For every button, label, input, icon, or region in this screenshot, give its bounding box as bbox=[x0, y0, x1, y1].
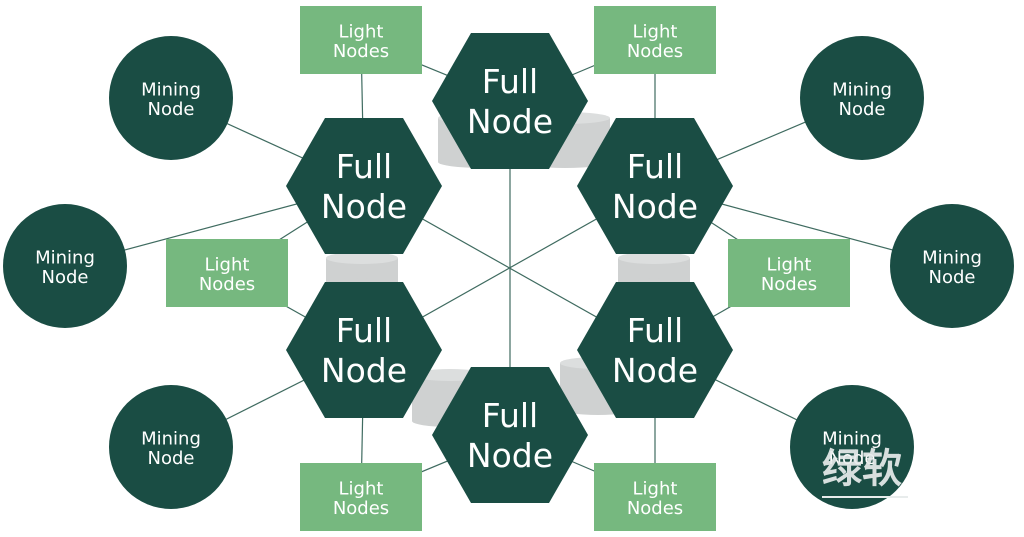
full-node-label-line1: Full bbox=[336, 147, 392, 186]
full-node-hexagon bbox=[432, 33, 588, 169]
mining-node-circle bbox=[800, 36, 924, 160]
full-node-label-line2: Node bbox=[467, 102, 553, 141]
light-node-box bbox=[728, 239, 850, 307]
full-node-hexagon bbox=[432, 367, 588, 503]
mining-node-circle bbox=[109, 36, 233, 160]
mining-nodes: MiningNodeMiningNodeMiningNodeMiningNode… bbox=[3, 36, 1014, 509]
mining-node-label-line1: Mining bbox=[35, 247, 95, 268]
watermark-underline bbox=[822, 496, 908, 498]
full-node-label-line1: Full bbox=[627, 147, 683, 186]
full-node-label-line2: Node bbox=[321, 187, 407, 226]
mining-node-circle bbox=[109, 385, 233, 509]
light-node-label-line1: Light bbox=[633, 21, 678, 42]
light-node-label-line1: Light bbox=[205, 254, 250, 275]
mining-node-label-line1: Mining bbox=[922, 247, 982, 268]
full-node-hexagon bbox=[286, 118, 442, 254]
light-node-label-line2: Nodes bbox=[333, 41, 389, 62]
mining-node-label-line2: Node bbox=[839, 99, 886, 120]
watermark: 绿软 bbox=[822, 446, 902, 492]
full-node-label-line1: Full bbox=[482, 396, 538, 435]
mining-node-label-line1: Mining bbox=[141, 79, 201, 100]
light-node-box bbox=[594, 463, 716, 531]
light-node-label-line1: Light bbox=[339, 21, 384, 42]
light-node-label-line2: Nodes bbox=[199, 274, 255, 295]
light-node-label-line1: Light bbox=[339, 478, 384, 499]
mining-node-label-line1: Mining bbox=[832, 79, 892, 100]
full-nodes: FullNodeFullNodeFullNodeFullNodeFullNode… bbox=[286, 33, 733, 503]
mining-node-circle bbox=[3, 204, 127, 328]
light-node-box bbox=[594, 6, 716, 74]
mining-node-circle bbox=[890, 204, 1014, 328]
light-node-label-line2: Nodes bbox=[627, 41, 683, 62]
full-node-label-line2: Node bbox=[612, 187, 698, 226]
full-node-label-line1: Full bbox=[627, 311, 683, 350]
light-node-label-line1: Light bbox=[767, 254, 812, 275]
watermark-layer: 绿软 bbox=[822, 446, 908, 498]
light-node-label-line1: Light bbox=[633, 478, 678, 499]
light-nodes: LightNodesLightNodesLightNodesLightNodes… bbox=[166, 6, 850, 531]
full-node-hexagon bbox=[286, 282, 442, 418]
full-node-label-line2: Node bbox=[321, 351, 407, 390]
mining-node-label-line2: Node bbox=[829, 448, 876, 469]
full-node-label-line2: Node bbox=[467, 436, 553, 475]
mining-node-label-line2: Node bbox=[148, 99, 195, 120]
full-node-hexagon bbox=[577, 282, 733, 418]
light-node-box bbox=[300, 463, 422, 531]
mining-node-label-line2: Node bbox=[148, 448, 195, 469]
light-node-label-line2: Nodes bbox=[333, 498, 389, 519]
mining-node-circle bbox=[790, 385, 914, 509]
light-node-box bbox=[300, 6, 422, 74]
full-node-label-line2: Node bbox=[612, 351, 698, 390]
light-node-box bbox=[166, 239, 288, 307]
mining-node-label-line2: Node bbox=[42, 267, 89, 288]
mining-node-label-line1: Mining bbox=[141, 428, 201, 449]
light-node-label-line2: Nodes bbox=[761, 274, 817, 295]
full-node-label-line1: Full bbox=[482, 62, 538, 101]
full-node-hexagon bbox=[577, 118, 733, 254]
light-node-label-line2: Nodes bbox=[627, 498, 683, 519]
mining-node-label-line2: Node bbox=[929, 267, 976, 288]
full-node-label-line1: Full bbox=[336, 311, 392, 350]
mining-node-label-line1: Mining bbox=[822, 428, 882, 449]
